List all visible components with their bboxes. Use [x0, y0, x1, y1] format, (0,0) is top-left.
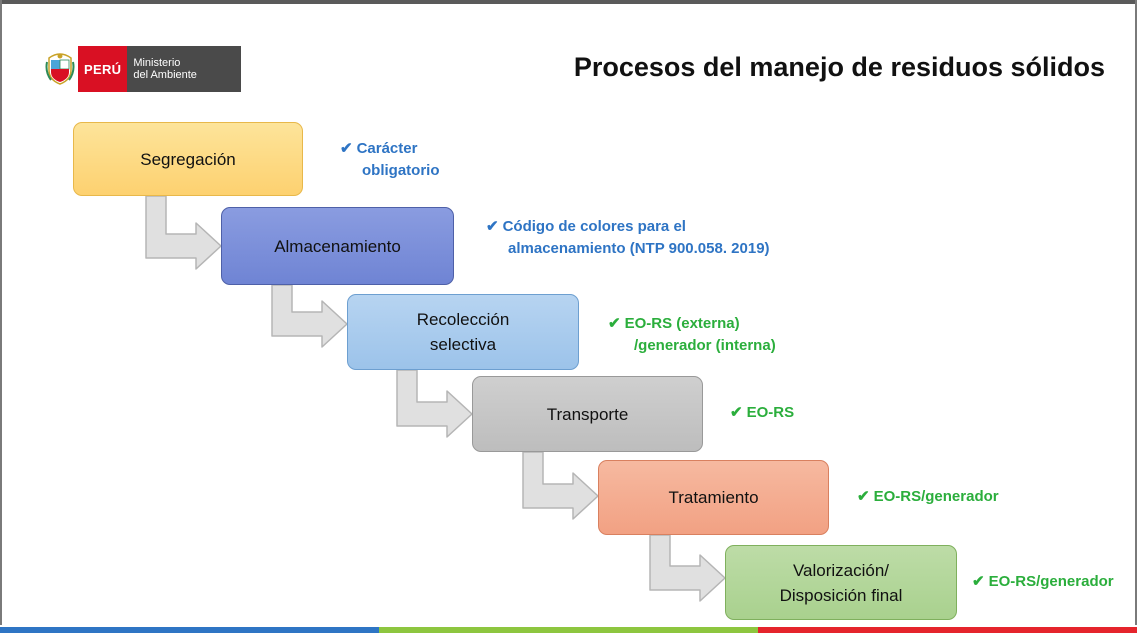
check-icon: ✔ [972, 573, 985, 590]
note-segregacion: ✔Carácter obligatorio [340, 138, 440, 182]
logo-ministry-line1: Ministerio [133, 57, 181, 69]
step-transporte-label: Transporte [546, 404, 629, 424]
step-recoleccion: Recolección selectiva [347, 294, 579, 370]
note-transporte: ✔EO-RS [730, 402, 794, 424]
step-valorizacion-label-line1: Valorización/ [792, 560, 890, 580]
note-recoleccion: ✔EO-RS (externa) /generador (interna) [608, 313, 776, 357]
arrow-1 [145, 195, 222, 270]
check-icon: ✔ [730, 404, 743, 421]
bottom-bar-red [758, 627, 1137, 633]
logo-ministry-label: Ministerio del Ambiente [127, 46, 241, 92]
note-segregacion-line1: Carácter [356, 140, 418, 157]
frame-right-border [1135, 0, 1137, 625]
step-transporte: Transporte [472, 376, 703, 452]
note-tratamiento: ✔EO-RS/generador [857, 486, 999, 508]
note-almacenamiento-line2: almacenamiento (NTP 900.058. 2019) [508, 240, 770, 257]
note-recoleccion-line1: EO-RS (externa) [624, 315, 740, 332]
step-recoleccion-label-line2: selectiva [429, 335, 497, 354]
frame-top-border [0, 0, 1137, 4]
arrow-4 [522, 451, 599, 520]
logo-ministry-line2: del Ambiente [133, 69, 197, 81]
note-almacenamiento: ✔Código de colores para el almacenamient… [486, 216, 770, 260]
step-valorizacion-label-line2: Disposición final [779, 585, 903, 605]
bottom-color-bar [0, 627, 1137, 633]
frame-left-border [0, 0, 2, 625]
peru-crest-icon [42, 46, 78, 92]
bottom-bar-green [379, 627, 758, 633]
check-icon: ✔ [340, 140, 353, 157]
check-icon: ✔ [608, 315, 621, 332]
note-tratamiento-line1: EO-RS/generador [873, 488, 999, 505]
note-almacenamiento-line1: Código de colores para el [502, 218, 686, 235]
check-icon: ✔ [857, 488, 870, 505]
step-valorizacion: Valorización/ Disposición final [725, 545, 957, 620]
step-almacenamiento-label: Almacenamiento [274, 236, 401, 256]
arrow-2 [271, 284, 348, 348]
step-recoleccion-label-line1: Recolección [416, 310, 510, 329]
check-icon: ✔ [486, 218, 499, 235]
note-transporte-line1: EO-RS [746, 404, 795, 421]
step-tratamiento-label: Tratamiento [668, 488, 759, 507]
step-segregacion: Segregación [73, 122, 303, 196]
bottom-bar-blue [0, 627, 379, 633]
slide-title: Procesos del manejo de residuos sólidos [573, 52, 1105, 82]
step-tratamiento: Tratamiento [598, 460, 829, 535]
note-recoleccion-line2: /generador (interna) [634, 337, 776, 354]
note-valorizacion: ✔EO-RS/generador [972, 571, 1114, 593]
logo-country-label: PERÚ [78, 46, 128, 92]
step-segregacion-label: Segregación [140, 149, 236, 169]
ministry-logo: PERÚ Ministerio del Ambiente [42, 46, 241, 92]
note-valorizacion-line1: EO-RS/generador [988, 573, 1114, 590]
arrow-3 [396, 369, 473, 438]
arrow-5 [649, 534, 726, 602]
note-segregacion-line2: obligatorio [362, 162, 440, 179]
step-almacenamiento: Almacenamiento [221, 207, 454, 285]
